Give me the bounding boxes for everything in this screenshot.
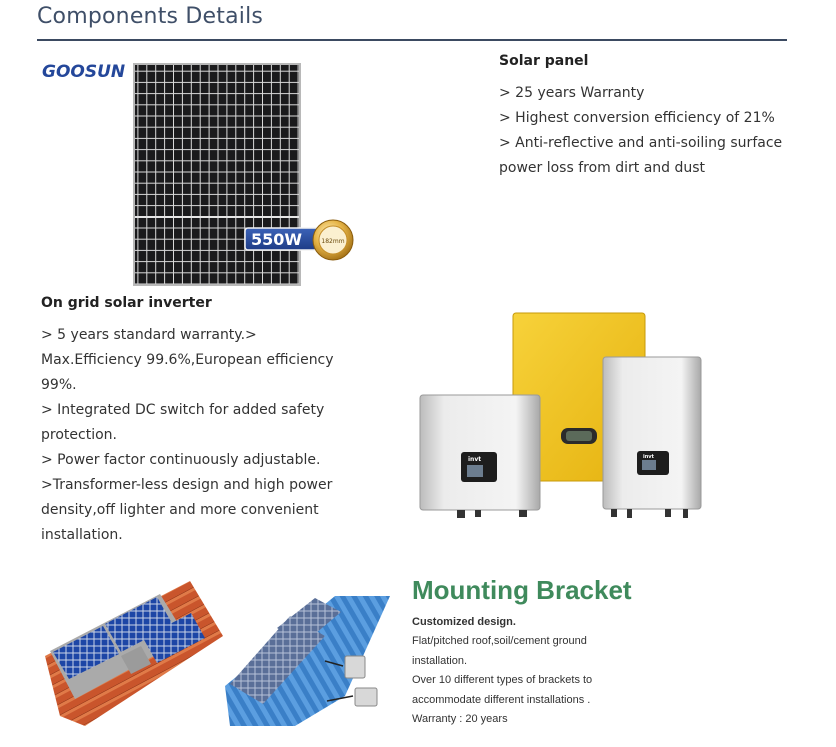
feature-line: > 5 years standard warranty.> [41,327,257,343]
inverter-heading: On grid solar inverter [41,295,212,311]
inverter-features: > 5 years standard warranty.> Max.Effici… [41,323,334,548]
feature-line: >Transformer-less design and high power [41,477,333,493]
solar-panel-image: GOOSUN 550W 182mm [42,62,354,286]
detail-line: accommodate different installations . [412,693,591,706]
feature-line: 99%. [41,377,77,393]
bracket-details: Flat/pitched roof,soil/cement ground ins… [412,632,592,730]
detail-line: Warranty : 20 years [412,713,508,726]
feature-line: power loss from dirt and dust [499,160,706,176]
section-title: Components Details [37,4,264,29]
mounting-bracket-image [45,581,390,726]
mounting-bracket-title: Mounting Bracket [412,575,632,605]
detail-line: installation. [412,654,468,667]
feature-line: > 25 years Warranty [499,85,645,101]
solar-panel-heading: Solar panel [499,53,589,69]
feature-line: protection. [41,427,117,443]
detail-line: Flat/pitched roof,soil/cement ground [412,635,587,647]
feature-line: Max.Efficiency 99.6%,European efficiency [41,352,334,368]
feature-line: > Anti-reflective and anti-soiling surfa… [499,135,783,151]
detail-line: Over 10 different types of brackets to [412,674,593,687]
feature-line: > Highest conversion efficiency of 21% [499,110,775,126]
feature-line: installation. [41,527,123,543]
power-badge: 550W [251,230,302,249]
feature-line: density,off lighter and more convenient [41,502,319,518]
feature-line: > Integrated DC switch for added safety [41,402,325,418]
size-badge: 182mm [321,238,344,245]
solar-panel-features: > 25 years Warranty > Highest conversion… [499,81,782,181]
feature-line: > Power factor continuously adjustable. [41,452,321,468]
bracket-subtitle: Customized design. [412,616,516,628]
brand-logo: GOOSUN [42,62,125,82]
svg-text:invt: invt [643,454,655,460]
inverter-logo: invt [468,456,481,463]
title-divider [37,39,787,41]
inverter-image: invt invt [419,312,702,518]
